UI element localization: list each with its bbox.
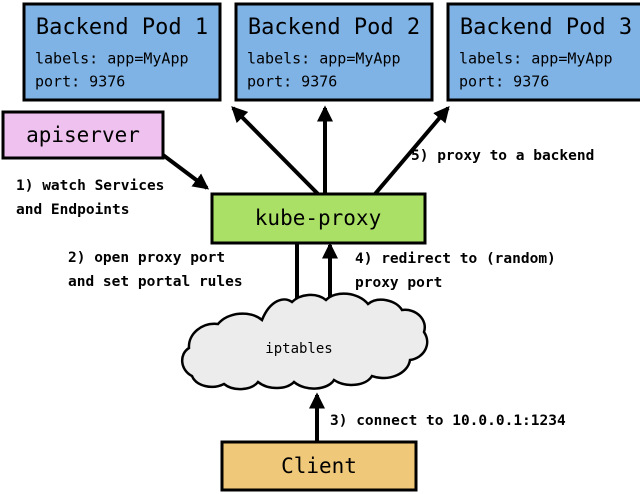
- step-1-line-1: 1) watch Services: [16, 178, 164, 194]
- kubeproxy-box: [210, 192, 427, 245]
- backend-pod-1-node[interactable]: Backend Pod 1 labels: app=MyApp port: 93…: [22, 2, 222, 102]
- iptables-node[interactable]: iptables: [181, 292, 429, 391]
- edge-apiserver-to-kubeproxy: [161, 153, 210, 190]
- step-1-label: 1) watch Services and Endpoints: [16, 178, 164, 218]
- pod2-port: port: 9376: [247, 73, 337, 91]
- step-2-line-1: 2) open proxy port: [68, 250, 225, 266]
- pod1-labels: labels: app=MyApp: [35, 50, 189, 68]
- step-1-line-2: and Endpoints: [16, 202, 130, 218]
- backend-pod-3-node[interactable]: Backend Pod 3 labels: app=MyApp port: 93…: [446, 2, 640, 102]
- pod3-title: Backend Pod 3: [460, 15, 632, 40]
- apiserver-box: [1, 110, 165, 160]
- kube-proxy-node[interactable]: kube-proxy: [210, 192, 427, 245]
- client-node[interactable]: Client: [220, 440, 418, 492]
- pod1-port: port: 9376: [35, 73, 125, 91]
- step-5-line-1: 5) proxy to a backend: [411, 148, 594, 164]
- pod3-box: [446, 2, 640, 102]
- step-3-line-1: 3) connect to 10.0.0.1:1234: [330, 413, 566, 429]
- pod2-labels: labels: app=MyApp: [247, 50, 401, 68]
- kubeproxy-title: kube-proxy: [255, 206, 381, 230]
- step-3-label: 3) connect to 10.0.0.1:1234: [330, 413, 566, 429]
- pod3-labels: labels: app=MyApp: [459, 50, 613, 68]
- pod1-title: Backend Pod 1: [36, 15, 208, 40]
- iptables-label: iptables: [265, 341, 332, 357]
- apiserver-node[interactable]: apiserver: [1, 110, 165, 160]
- client-title: Client: [281, 454, 357, 478]
- pod2-box: [234, 2, 434, 102]
- step-4-line-2: proxy port: [355, 275, 442, 291]
- pod2-title: Backend Pod 2: [248, 15, 420, 40]
- step-4-label: 4) redirect to (random) proxy port: [355, 251, 556, 291]
- step-2-label: 2) open proxy port and set portal rules: [68, 250, 243, 290]
- cloud-shape: [181, 292, 429, 391]
- pod1-box: [22, 2, 222, 102]
- backend-pod-2-node[interactable]: Backend Pod 2 labels: app=MyApp port: 93…: [234, 2, 434, 102]
- step-5-label: 5) proxy to a backend: [411, 148, 594, 164]
- edge-kubeproxy-to-pod3: [373, 106, 450, 196]
- apiserver-title: apiserver: [26, 123, 140, 147]
- pod3-port: port: 9376: [459, 73, 549, 91]
- client-box: [220, 440, 418, 492]
- step-2-line-2: and set portal rules: [68, 274, 243, 290]
- step-4-line-1: 4) redirect to (random): [355, 251, 556, 267]
- edge-kubeproxy-to-pod1: [231, 106, 320, 196]
